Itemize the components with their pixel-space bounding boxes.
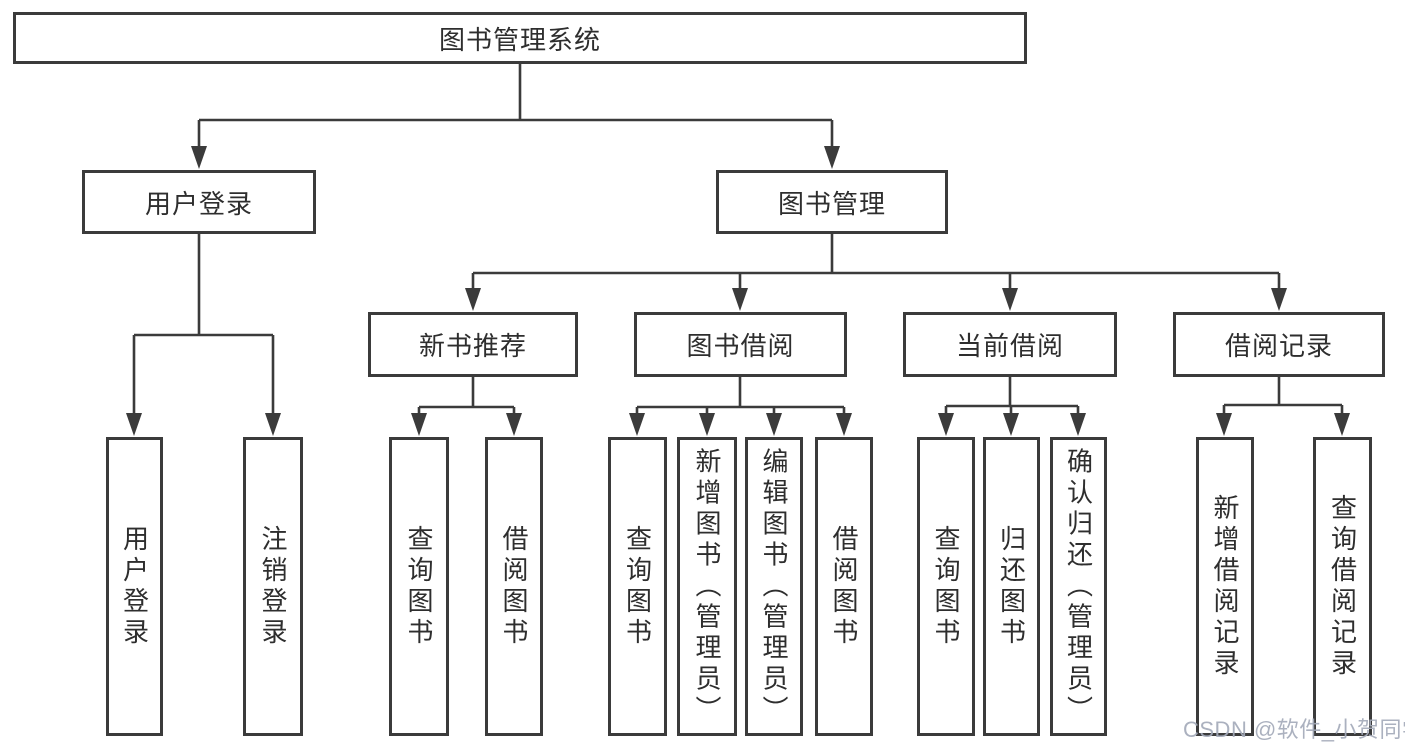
leaf-cb-confirm-return-admin: 确认归还（管理员） — [1050, 437, 1107, 736]
leaf-cb-return-books: 归还图书 — [983, 437, 1040, 736]
node-book-borrowing: 图书借阅 — [634, 312, 847, 377]
csdn-watermark: CSDN @软件_小贺同学 — [1183, 717, 1405, 742]
leaf-bb-borrow-books: 借阅图书 — [815, 437, 873, 736]
leaf-cb-query-books: 查询图书 — [917, 437, 975, 736]
leaf-user-login: 用户登录 — [106, 437, 163, 736]
leaf-logout-login: 注销登录 — [243, 437, 303, 736]
connector-shafts — [132, 64, 1344, 415]
node-user-login: 用户登录 — [82, 170, 316, 234]
arrowheads — [126, 146, 1350, 436]
node-new-book-recommendation: 新书推荐 — [368, 312, 578, 377]
node-label: 借阅记录 — [1224, 331, 1333, 361]
node-label: 新增借阅记录 — [1210, 493, 1240, 680]
node-label: 图书管理 — [777, 188, 886, 219]
node-book-management: 图书管理 — [716, 170, 948, 234]
node-label: 用户登录 — [144, 188, 253, 219]
node-label: 查询图书 — [404, 524, 434, 649]
leaf-nbr-borrow-books: 借阅图书 — [485, 437, 543, 736]
leaf-br-add-record: 新增借阅记录 — [1196, 437, 1254, 736]
leaf-nbr-query-books: 查询图书 — [389, 437, 449, 736]
leaf-bb-add-books-admin: 新增图书（管理员） — [677, 437, 737, 736]
node-label: 注销登录 — [258, 524, 288, 649]
node-label: 新书推荐 — [418, 331, 527, 361]
node-label: 确认归还（管理员） — [1063, 447, 1094, 726]
node-label: 查询图书 — [931, 524, 961, 649]
node-label: 借阅图书 — [829, 524, 859, 649]
node-label: 编辑图书（管理员） — [759, 447, 789, 726]
node-label: 图书管理系统 — [438, 24, 601, 55]
node-label: 查询借阅记录 — [1327, 493, 1358, 680]
node-current-borrowing: 当前借阅 — [903, 312, 1117, 377]
node-label: 查询图书 — [622, 524, 653, 649]
node-book-management-system: 图书管理系统 — [13, 12, 1027, 64]
node-label: 用户登录 — [119, 524, 150, 649]
node-label: 新增图书（管理员） — [692, 447, 722, 726]
node-label: 借阅图书 — [499, 524, 529, 649]
node-label: 当前借阅 — [955, 331, 1064, 361]
leaf-bb-edit-books-admin: 编辑图书（管理员） — [745, 437, 803, 736]
node-label: 归还图书 — [996, 524, 1027, 649]
leaf-bb-query-books: 查询图书 — [608, 437, 667, 736]
node-borrowing-records: 借阅记录 — [1173, 312, 1385, 377]
leaf-br-query-record: 查询借阅记录 — [1313, 437, 1372, 736]
node-label: 图书借阅 — [686, 331, 795, 361]
